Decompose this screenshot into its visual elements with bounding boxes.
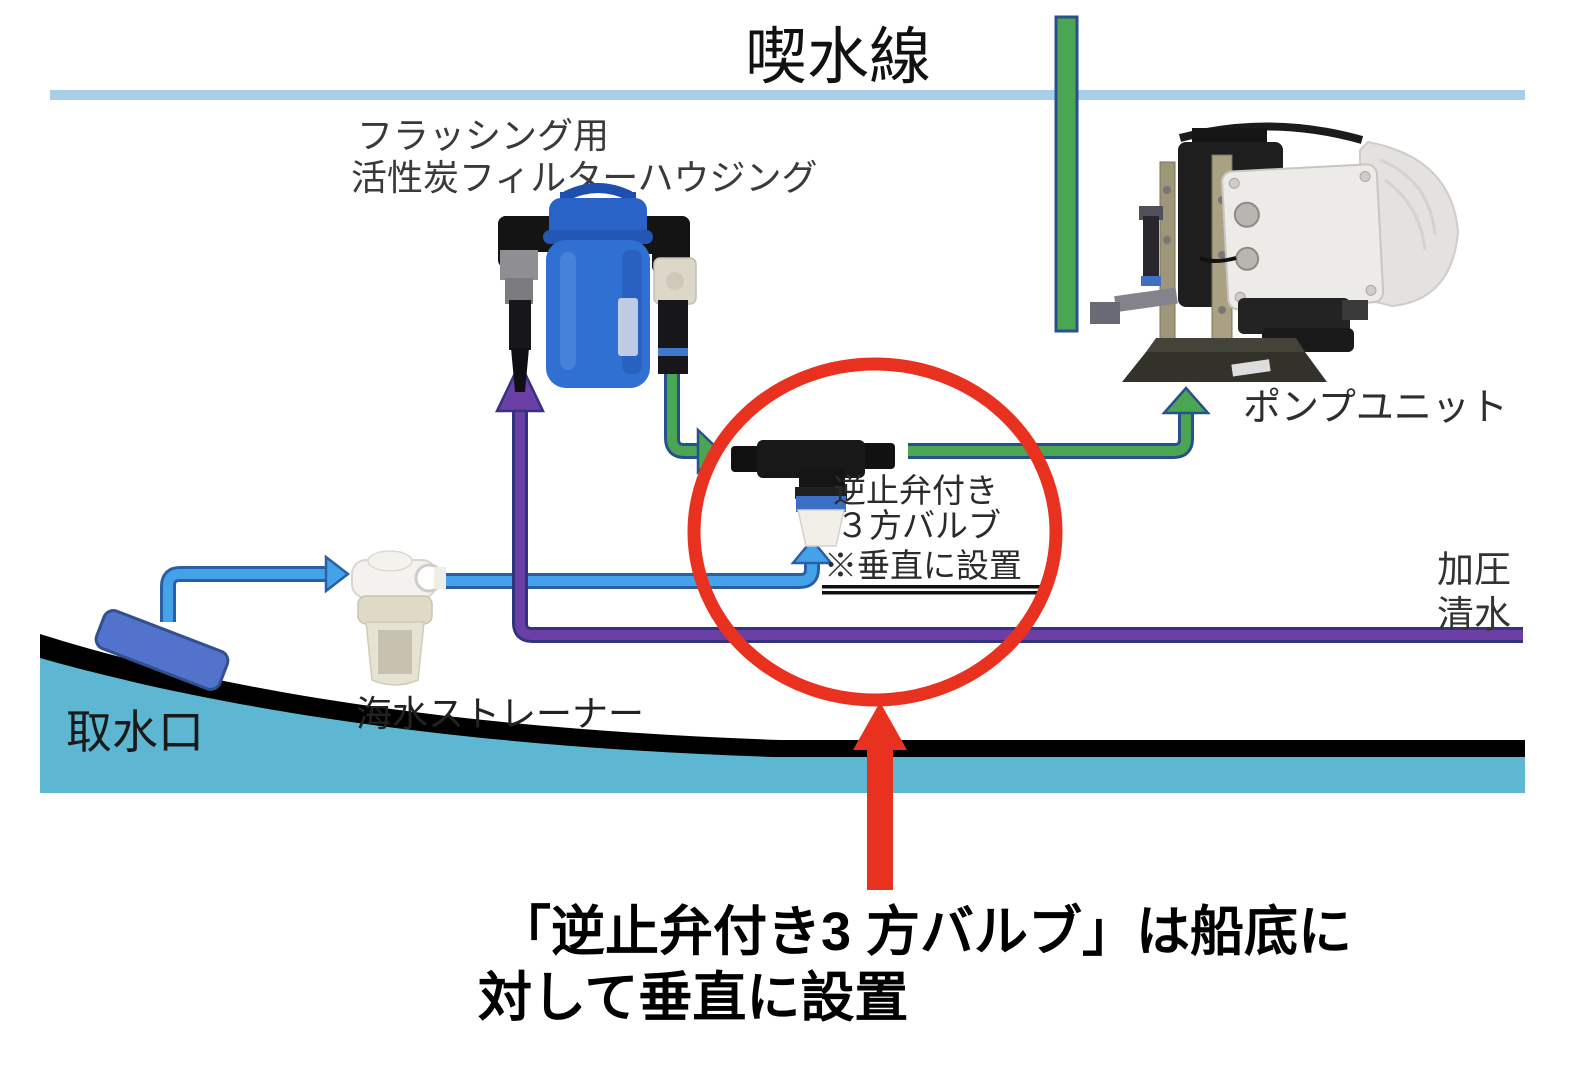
highlight-circle bbox=[687, 357, 1063, 707]
pump-unit-graphic bbox=[1090, 122, 1460, 382]
highlight-arrow bbox=[853, 702, 907, 890]
flushing-line bbox=[495, 360, 1523, 643]
filter-housing-label-line1: フラッシング用 bbox=[357, 116, 609, 157]
caption-line1: 「逆止弁付き3 方バルブ」は船底に bbox=[497, 901, 1352, 962]
pump-unit-label: ポンプユニット bbox=[1243, 385, 1508, 429]
overboard-line bbox=[1054, 15, 1079, 333]
valve-label-line2: ３方バルブ bbox=[836, 506, 1001, 545]
hull bbox=[40, 634, 1525, 757]
seawater-line-strainer-to-valve bbox=[443, 538, 834, 589]
filter-housing-graphic bbox=[498, 183, 697, 392]
strainer-graphic bbox=[351, 550, 446, 686]
valve-label-line3: ※垂直に設置 bbox=[824, 546, 1022, 585]
seawater-line-intake-to-strainer bbox=[160, 554, 351, 622]
strainer-label: 海水ストレーナー bbox=[356, 694, 644, 735]
freshwater-label-line2: 清水 bbox=[1437, 593, 1511, 636]
caption-line2: 対して垂直に設置 bbox=[478, 968, 908, 1028]
valve-label-underline bbox=[822, 585, 1048, 595]
intake-fitting bbox=[94, 609, 230, 691]
freshwater-label-line1: 加圧 bbox=[1437, 548, 1511, 591]
sea-water bbox=[40, 650, 1525, 793]
waterline-label: 喫水線 bbox=[745, 20, 931, 93]
intake-label: 取水口 bbox=[66, 705, 204, 759]
valve-label-line1: 逆止弁付き bbox=[833, 471, 998, 510]
three-way-valve-graphic bbox=[731, 440, 895, 547]
waterline bbox=[50, 90, 1525, 100]
feed-line-valve-to-pump bbox=[908, 386, 1211, 459]
